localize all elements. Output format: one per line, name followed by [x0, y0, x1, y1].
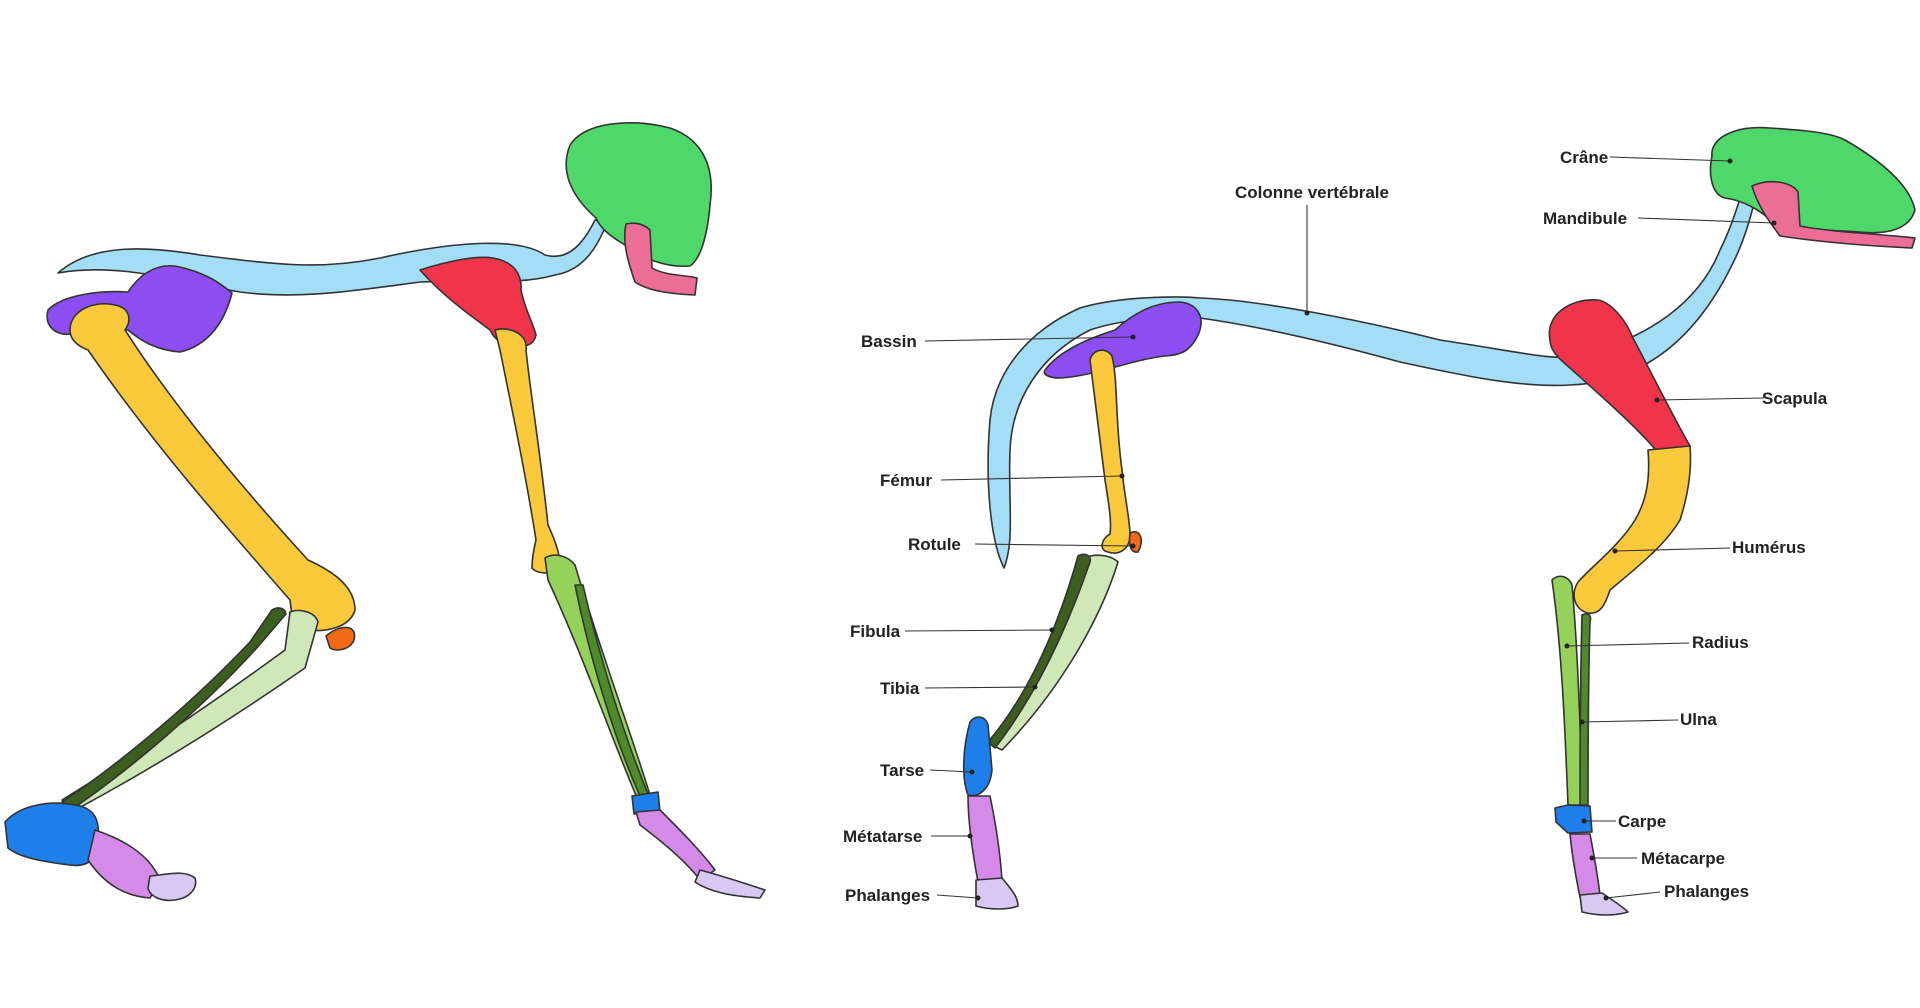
right-metacarpus: [1569, 833, 1601, 898]
label-carpe: Carpe: [1618, 812, 1666, 831]
right-carpus: [1554, 804, 1593, 834]
left-patella: [325, 626, 356, 651]
right-pelvis: [1043, 301, 1202, 379]
right-phalanges: [975, 877, 1019, 910]
label-crane: Crâne: [1560, 148, 1608, 167]
labels: Crâne Colonne vertébrale Mandibule Bassi…: [843, 148, 1828, 905]
right-fibula: [987, 553, 1092, 749]
right-ulna: [1579, 613, 1592, 806]
label-bassin: Bassin: [861, 332, 917, 351]
left-fore-phalanges: [694, 869, 766, 899]
right-skeleton: [962, 126, 1916, 916]
label-fibula: Fibula: [850, 622, 901, 641]
right-femur: [1089, 349, 1131, 554]
label-ulna: Ulna: [1680, 710, 1717, 729]
left-ulna: [574, 584, 649, 797]
label-rotule: Rotule: [908, 535, 961, 554]
label-tarse: Tarse: [880, 761, 924, 780]
left-mandible: [623, 222, 698, 296]
label-phalanges-fore: Phalanges: [1664, 882, 1749, 901]
label-mandibule: Mandibule: [1543, 209, 1627, 228]
right-tarsus: [962, 716, 993, 797]
right-mandible: [1751, 180, 1916, 249]
leader-lines: [904, 156, 1777, 901]
left-fibula: [61, 607, 287, 813]
left-metacarpus: [635, 809, 716, 881]
right-metatarsus: [967, 795, 1003, 883]
label-tibia: Tibia: [880, 679, 920, 698]
label-metacarpe: Métacarpe: [1641, 849, 1725, 868]
label-humerus: Humérus: [1732, 538, 1806, 557]
left-skeleton: [4, 122, 766, 902]
label-radius: Radius: [1692, 633, 1749, 652]
right-humerus: [1573, 445, 1692, 615]
left-tarsus: [4, 802, 100, 867]
left-scapula: [419, 256, 537, 347]
label-metatarse: Métatarse: [843, 827, 922, 846]
right-patella: [1128, 531, 1142, 553]
left-femur: [69, 303, 356, 632]
label-scapula: Scapula: [1762, 389, 1828, 408]
left-humerus: [494, 328, 561, 574]
right-radius: [1551, 575, 1584, 806]
label-colonne: Colonne vertébrale: [1235, 183, 1389, 202]
left-phalanges: [147, 872, 197, 902]
label-femur: Fémur: [880, 471, 932, 490]
label-phalanges-hind: Phalanges: [845, 886, 930, 905]
